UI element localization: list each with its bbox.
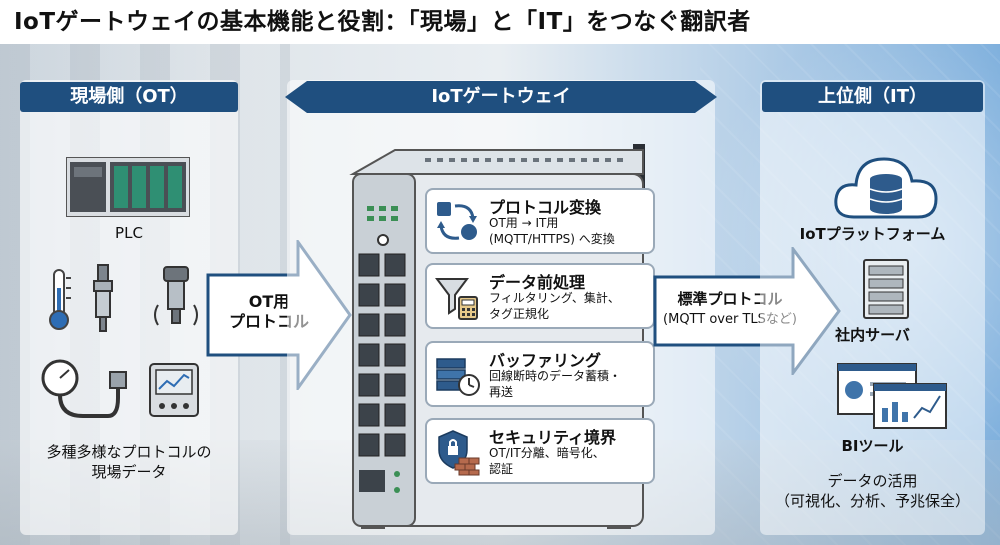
gateway-header-banner <box>285 81 717 113</box>
function-title: プロトコル変換 <box>489 198 602 217</box>
gateway-header: IoTゲートウェイ <box>431 86 571 107</box>
protocol-conversion-icon <box>437 202 477 240</box>
function-desc-line1: フィルタリング、集計、 <box>489 291 620 305</box>
std-arrow-line1: 標準プロトコル <box>677 290 783 308</box>
function-title: データ前処理 <box>489 273 586 292</box>
function-title: バッファリング <box>489 351 602 370</box>
meter-display-icon <box>149 363 199 417</box>
function-desc-line2: 認証 <box>489 462 514 476</box>
probe-sensor-icon <box>93 264 113 332</box>
function-desc-line1: OT/IT分離、暗号化、 <box>489 446 605 460</box>
cloud-database-icon <box>834 157 938 219</box>
shield-firewall-icon <box>438 430 480 476</box>
server-icon <box>863 259 909 319</box>
function-desc-line1: 回線断時のデータ蓄積・ <box>489 369 622 383</box>
pressure-gauge-icon <box>41 359 127 418</box>
plc-icon <box>66 157 190 217</box>
function-preprocessing: データ前処理 フィルタリング、集計、 タグ正規化 <box>425 263 655 329</box>
function-protocol-conversion: プロトコル変換 OT用 → IT用 (MQTT/HTTPS) へ変換 <box>425 188 655 254</box>
page-title: IoTゲートウェイの基本機能と役割：「現場」と「IT」をつなぐ翻訳者 <box>0 0 1000 44</box>
proximity-sensor-icon <box>154 266 198 326</box>
function-desc-line2: タグ正規化 <box>489 307 550 321</box>
function-desc-line2: 再送 <box>489 385 514 399</box>
it-caption-line1: データの活用 <box>827 472 918 490</box>
ot-caption-line2: 現場データ <box>91 463 167 481</box>
ot-arrow-line1: OT用 <box>248 292 290 311</box>
function-buffering: バッファリング 回線断時のデータ蓄積・ 再送 <box>425 341 655 407</box>
storage-clock-icon <box>436 358 480 396</box>
function-title: セキュリティ境界 <box>489 428 617 447</box>
funnel-calculator-icon <box>435 278 478 320</box>
function-security: セキュリティ境界 OT/IT分離、暗号化、 認証 <box>425 418 655 484</box>
thermometer-icon <box>49 269 71 330</box>
ot-panel-header: 現場側（OT） <box>20 82 238 112</box>
function-desc-line1: OT用 → IT用 <box>489 216 559 230</box>
it-caption-line2: （可視化、分析、予兆保全） <box>774 492 970 510</box>
bi-dashboard-icon <box>837 363 947 429</box>
function-desc-line2: (MQTT/HTTPS) へ変換 <box>489 232 615 246</box>
plc-label: PLC <box>115 224 143 242</box>
it-item-iot-platform: IoTプラットフォーム <box>799 225 946 243</box>
it-item-server: 社内サーバ <box>835 326 910 344</box>
ot-caption-line1: 多種多様なプロトコルの <box>46 443 212 461</box>
it-panel-header: 上位側（IT） <box>762 82 983 112</box>
it-item-bi-tool: BIツール <box>841 437 904 455</box>
